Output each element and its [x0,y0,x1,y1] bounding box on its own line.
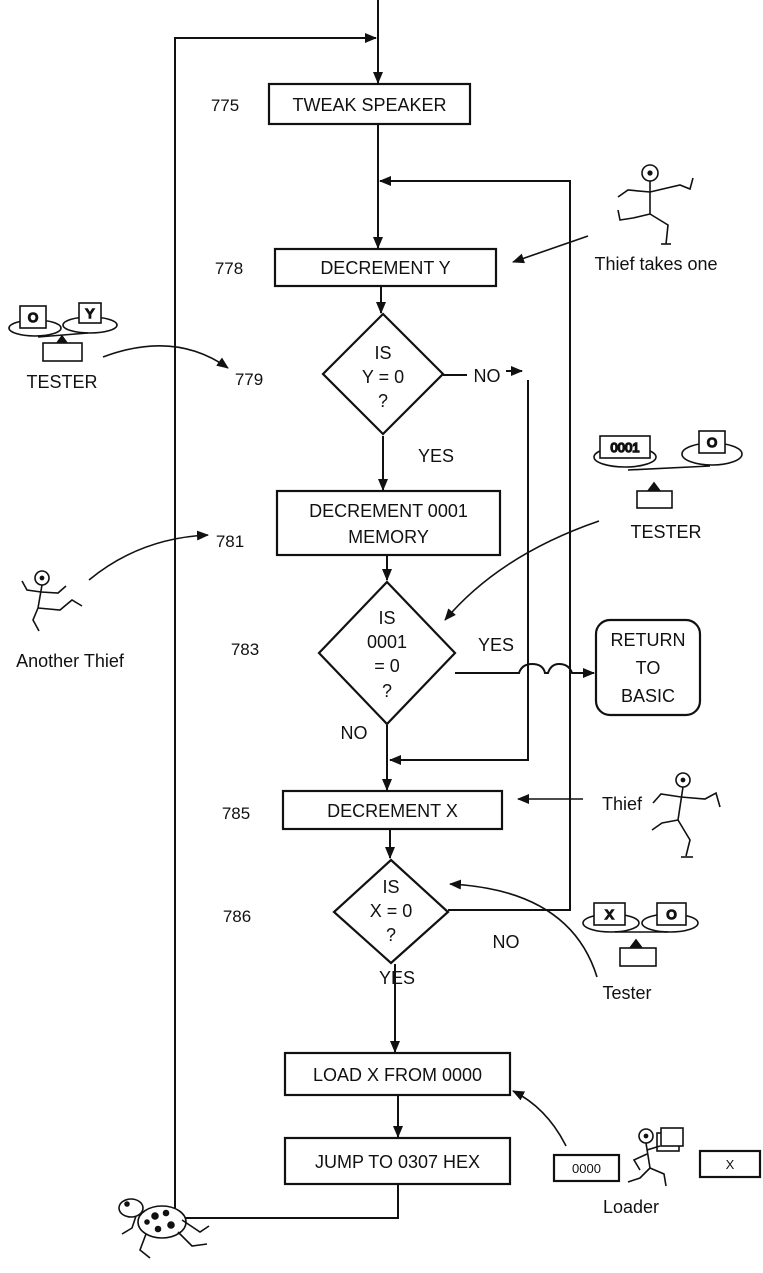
step-jump: JUMP TO 0307 HEX [283,1136,512,1186]
stick-figure-icon [651,772,721,858]
step-label: DECREMENT 0001 [309,501,468,521]
annotation-arrows [88,235,600,1147]
decision-line: X = 0 [370,901,413,921]
thief-caption: Thief [602,794,643,814]
step-decrement-y: DECREMENT Y [273,247,498,288]
step-number: 781 [216,532,244,551]
decision-0001-zero: IS 0001 = 0 ? [317,580,457,726]
decision-line: IS [374,343,391,363]
decision-y-zero: IS Y = 0 ? [321,312,445,436]
decision-line: = 0 [374,656,400,676]
balance-scale-icon: 0001 O [593,430,743,509]
decision-x-zero: IS X = 0 ? [332,858,450,965]
step-label: MEMORY [348,527,429,547]
loader-box-x: X [698,1149,762,1179]
decision-line: ? [382,681,392,701]
step-number: 783 [231,640,259,659]
step-number: 775 [211,96,239,115]
plate-label: O [28,310,38,325]
box-label: X [726,1157,735,1172]
stick-figure-icon [617,164,694,245]
decision-line: Y = 0 [362,367,404,387]
step-label: LOAD X FROM 0000 [313,1065,482,1085]
step-number: 785 [222,804,250,823]
step-label: JUMP TO 0307 HEX [315,1152,480,1172]
decision-line: ? [386,925,396,945]
decision-line: IS [382,877,399,897]
terminal-line: TO [636,658,661,678]
branch-label: YES [418,446,454,466]
step-tweak-speaker: TWEAK SPEAKER [267,82,472,126]
flow-lines [174,0,595,1219]
stick-figure-icon [21,570,83,632]
step-number: 779 [235,370,263,389]
terminal-return-to-basic: RETURN TO BASIC [594,618,702,717]
terminal-line: RETURN [611,630,686,650]
step-decrement-x: DECREMENT X [281,789,504,831]
plate-label: X [605,907,614,922]
loader-box-0000: 0000 [552,1153,621,1183]
step-label: DECREMENT Y [320,258,450,278]
step-label: TWEAK SPEAKER [292,95,446,115]
thief-takes-one-caption: Thief takes one [594,254,717,274]
step-label: DECREMENT X [327,801,458,821]
branch-label: NO [493,932,520,952]
another-thief-caption: Another Thief [16,651,125,671]
balance-scale-icon: X O [582,902,699,967]
step-decrement-memory: DECREMENT 0001 MEMORY [275,489,502,557]
plate-label: Y [86,306,95,321]
step-number: 786 [223,907,251,926]
plate-label: 0001 [611,440,640,455]
decision-line: ? [378,391,388,411]
tester-right-caption: TESTER [630,522,701,542]
terminal-line: BASIC [621,686,675,706]
loader-caption: Loader [603,1197,659,1217]
branch-label: YES [379,968,415,988]
stick-figure-icon [627,1127,684,1187]
tester-bottom-caption: Tester [602,983,651,1003]
plate-label: O [707,435,717,450]
tester-left-caption: TESTER [26,372,97,392]
decision-line: 0001 [367,632,407,652]
branch-label: YES [478,635,514,655]
frog-icon [118,1198,210,1259]
step-number: 778 [215,259,243,278]
plate-label: O [666,907,676,922]
box-label: 0000 [572,1161,601,1176]
branch-label: NO [474,366,501,386]
decision-line: IS [378,608,395,628]
balance-scale-icon: O Y [8,302,118,362]
step-load-x: LOAD X FROM 0000 [283,1051,512,1097]
branch-label: NO [341,723,368,743]
